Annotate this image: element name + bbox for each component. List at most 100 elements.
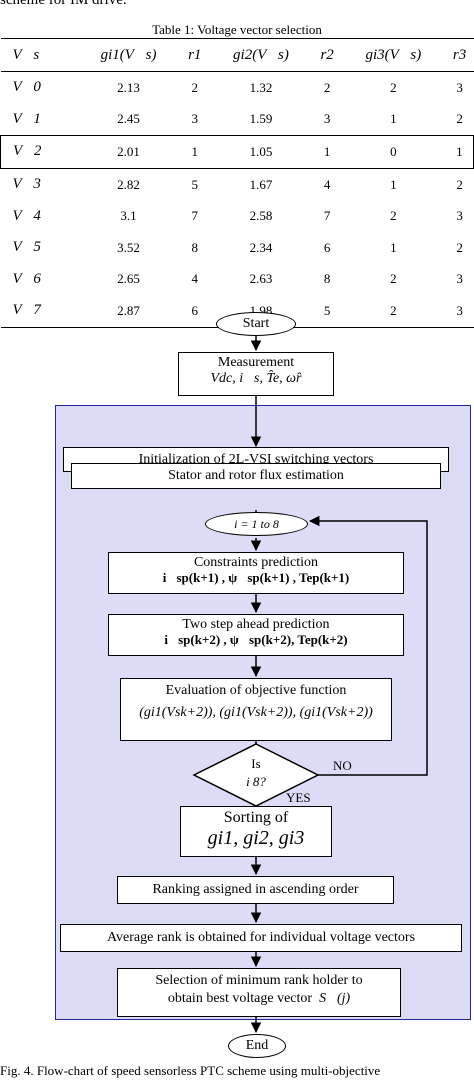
table-header-row: V⃗s gi1(V⃗s) r1 gi2(V⃗s) r2 gi3(V⃗s) r3 (0, 38, 474, 72)
selection-symbol: S⃗(j) (319, 991, 351, 1007)
constraints-title: Constraints prediction (193, 555, 319, 570)
table-cell: 5 (191, 176, 198, 192)
table-cell: 8 (191, 239, 198, 255)
flux-estimation-box: Stator and rotor flux estimation (71, 463, 441, 489)
decision-line-1: Is (251, 756, 261, 771)
table-cell: 1 (390, 176, 397, 192)
header-gi1: gi1(V⃗s) (76, 38, 181, 72)
table-cell: 1 (390, 239, 397, 255)
table-cell: 1.67 (249, 176, 273, 192)
header-r1: r1 (180, 38, 209, 72)
selection-box: Selection of minimum rank holder to obta… (117, 968, 401, 1017)
two-step-title: Two step ahead prediction (182, 617, 330, 632)
table-row: V⃗5 3.52 8 2.34 6 1 2 (1, 232, 474, 264)
table-cell: 1 (390, 111, 397, 127)
table-cell: V⃗0 (12, 79, 41, 96)
table-cell: V⃗2 (0, 135, 77, 169)
table-cell: 1 (180, 135, 209, 169)
loop-terminal: i = 1 to 8 (205, 512, 308, 536)
table-cell: 2 (341, 295, 446, 328)
table-cell: 3 (323, 111, 331, 127)
evaluation-box: Evaluation of objective function (gi1(Vs… (120, 678, 392, 741)
no-label: NO (333, 758, 352, 773)
table-cell: 3.52 (117, 239, 140, 255)
table-row: V⃗0 2.13 2 1.32 2 2 3 (1, 72, 474, 104)
decision-line-2: i 8? (246, 774, 266, 789)
end-terminal: End (228, 1034, 286, 1058)
table-cell: 3 (456, 208, 463, 224)
table-cell: V⃗6 (12, 270, 41, 287)
table-cell: 3 (191, 111, 198, 127)
table-caption: Table 1: Voltage vector selection (152, 22, 322, 37)
sorting-title: Sorting of (223, 809, 289, 826)
start-terminal: Start (216, 312, 296, 336)
table-cell: 8 (323, 271, 331, 287)
table-cell: V⃗4 (12, 207, 41, 224)
two-step-equation: i⃗sp(k+2) , ψ⃗sp(k+2), Tep(k+2) (164, 632, 348, 648)
table-cell: 3 (456, 271, 463, 287)
table-cell: 3 (445, 295, 474, 328)
measurement-vars: Vdc, i⃗s, T̂e, ω̂r (210, 371, 302, 387)
table-cell: 2 (456, 111, 463, 127)
table-cell: 2.01 (76, 135, 181, 169)
table-cell: 2 (390, 271, 397, 287)
header-gi2: gi2(V⃗s) (208, 38, 314, 72)
table-cell: V⃗7 (0, 295, 77, 328)
constraints-box: Constraints prediction i⃗sp(k+1) , ψ⃗sp(… (108, 552, 404, 594)
table-cell: 2 (191, 79, 198, 95)
table-cell: 2 (456, 176, 463, 192)
table-cell: V⃗1 (12, 110, 41, 127)
table-cell: 7 (323, 208, 331, 224)
table-cell: 2.82 (117, 176, 140, 192)
ranking-box: Ranking assigned in ascending order (117, 876, 394, 904)
measurement-box: Measurement Vdc, i⃗s, T̂e, ω̂r (178, 352, 334, 396)
table-cell: 2 (323, 79, 331, 95)
table-cell: 2.13 (117, 79, 140, 95)
evaluation-equation: (gi1(Vsk+2)), (gi1(Vsk+2)), (gi1(Vsk+2)) (139, 705, 373, 721)
table-cell: 6 (323, 239, 331, 255)
evaluation-title: Evaluation of objective function (165, 683, 347, 698)
table-row: V⃗4 3.1 7 2.58 7 2 3 (1, 200, 474, 232)
table-cell: V⃗5 (12, 239, 41, 256)
header-r2: r2 (313, 38, 342, 72)
sorting-box: Sorting of gi1, gi2, gi3 (180, 806, 332, 857)
table-cell: 2.63 (249, 271, 273, 287)
table-cell: 6 (180, 295, 209, 328)
selection-line-1: Selection of minimum rank holder to (155, 973, 363, 988)
table-cell: 4 (191, 271, 198, 287)
voltage-vector-table: V⃗s gi1(V⃗s) r1 gi2(V⃗s) r2 gi3(V⃗s) r3 … (0, 38, 474, 328)
table-row: V⃗3 2.82 5 1.67 4 1 2 (1, 168, 474, 200)
table-cell: 0 (341, 135, 446, 169)
table-cell: 2 (456, 239, 463, 255)
header-vs: V⃗s (0, 38, 77, 72)
yes-label: YES (286, 790, 311, 805)
constraints-equation: i⃗sp(k+1) , ψ⃗sp(k+1) , Tep(k+1) (162, 570, 350, 586)
table-cell: 3 (456, 79, 463, 95)
two-step-box: Two step ahead prediction i⃗sp(k+2) , ψ⃗… (108, 614, 404, 656)
table-cell: 2 (390, 79, 397, 95)
table-cell: 1.05 (208, 135, 314, 169)
table-cell: 1.59 (249, 111, 273, 127)
table-cell: 3.1 (120, 208, 137, 224)
table-cell: 1.32 (249, 79, 273, 95)
table-cell: 2.34 (249, 239, 273, 255)
table-cell: 2.58 (249, 208, 273, 224)
table-cell: 2 (390, 208, 397, 224)
header-gi3: gi3(V⃗s) (341, 38, 446, 72)
table-cell: 2.65 (117, 271, 140, 287)
table-cell: 5 (313, 295, 342, 328)
average-rank-box: Average rank is obtained for individual … (60, 924, 462, 952)
table-cell: 1 (445, 135, 474, 169)
table-cell: 7 (191, 208, 198, 224)
table-cell: V⃗3 (12, 176, 41, 193)
header-r3: r3 (445, 38, 474, 72)
measurement-title: Measurement (217, 355, 295, 370)
table-cell: 4 (323, 176, 331, 192)
header-fragment: scheme for IM drive. (0, 0, 127, 8)
table-row: V⃗6 2.65 4 2.63 8 2 3 (1, 264, 474, 296)
sorting-equation: gi1, gi2, gi3 (207, 827, 305, 850)
